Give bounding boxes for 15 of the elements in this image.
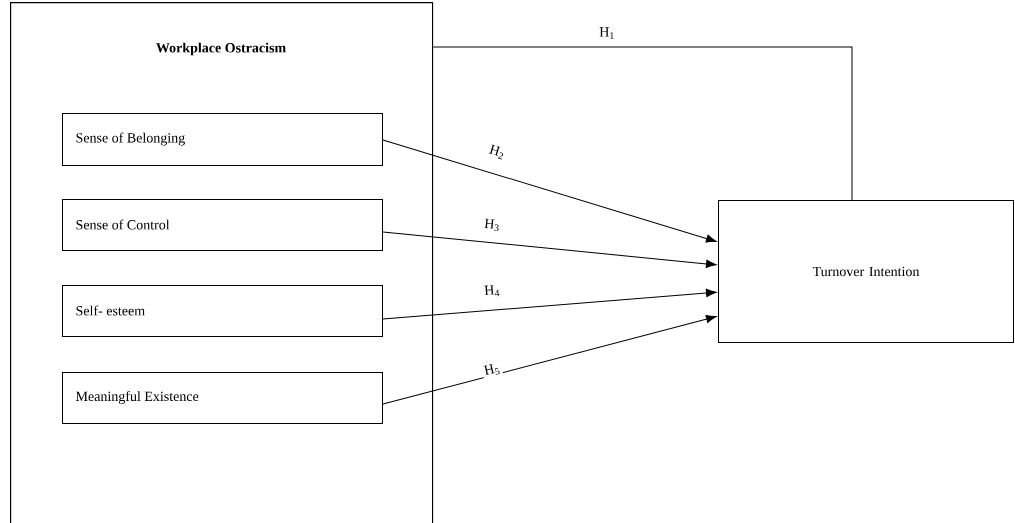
edge-label: H$_{4}$ — [481, 282, 503, 300]
outcome-box: Turnover Intention — [718, 200, 1014, 343]
arrow — [382, 288, 717, 320]
concept-box: Sense of Belonging — [62, 113, 383, 166]
arrow — [382, 139, 717, 243]
arrow — [382, 314, 717, 405]
connector-line — [432, 46, 853, 201]
edge-label: H$_{1}$ — [597, 25, 617, 41]
edge-label: H$_{3}$ — [481, 216, 503, 234]
concept-box: Meaningful Existence — [62, 372, 383, 424]
concept-box: Self- esteem — [62, 285, 383, 337]
arrow — [382, 231, 717, 268]
edge-label: H$_{2}$ — [485, 141, 509, 163]
edge-label: H$_{5}$ — [480, 360, 504, 380]
concept-box: Sense of Control — [62, 199, 383, 251]
